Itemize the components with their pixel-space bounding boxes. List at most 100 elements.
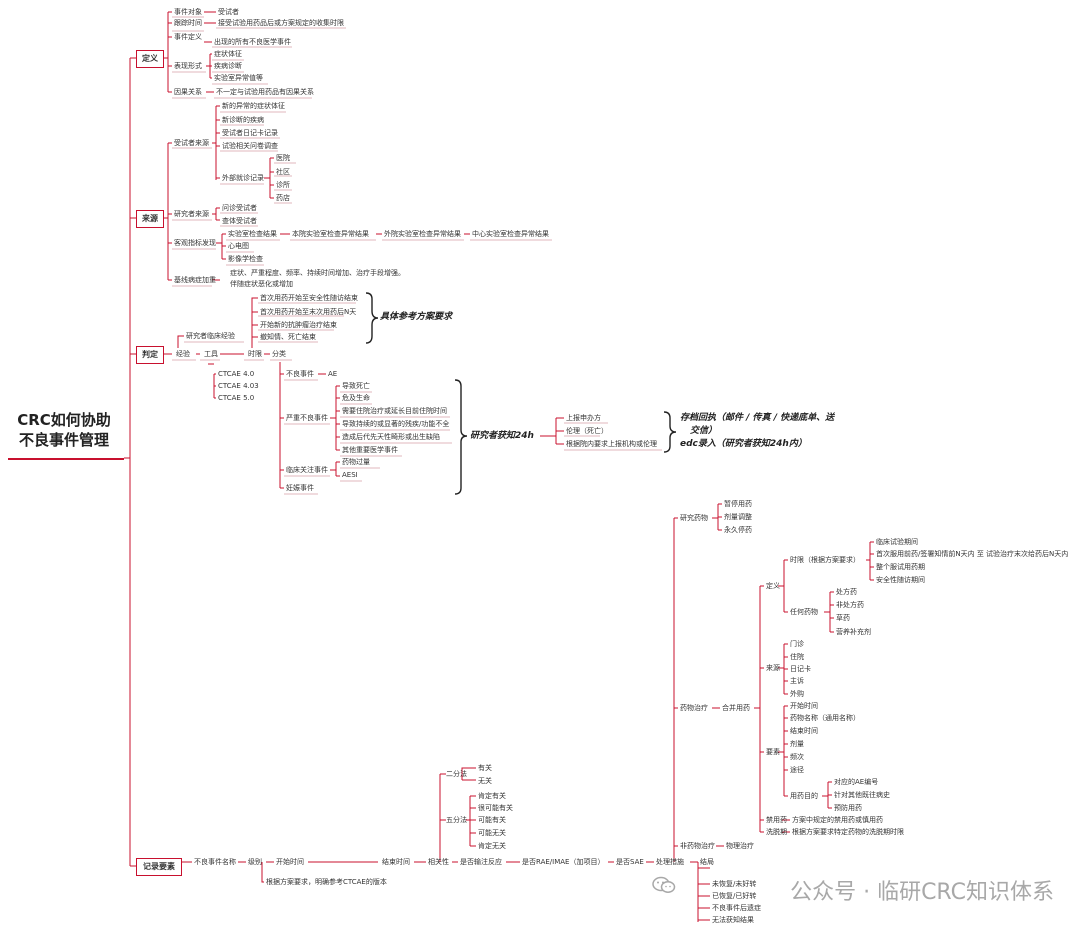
node-five-2: 很可能有关 [478,804,513,812]
node-any-drug: 任何药物 [790,608,818,616]
node-time-3: 开始新的抗肿瘤治疗结束 [260,321,337,329]
node-banned: 禁用药 [766,816,787,824]
node-drug-1: 暂停用药 [724,500,752,508]
node-use-purpose: 用药目的 [790,792,818,800]
node-five-tier: 五分法 [446,816,467,824]
node-src-e2: 社区 [276,168,290,176]
watermark: 公众号 · 临研CRC知识体系 [790,880,1054,905]
node-event-def: 事件定义 [174,33,202,41]
node-grade: 级别 [248,858,262,866]
node-sae: 严重不良事件 [286,414,328,422]
node-src-s3: 受试者日记卡记录 [222,129,278,137]
node-cm-source: 来源 [766,664,780,672]
node-objective: 客观指标发现 [174,239,216,247]
root-underline [8,458,124,460]
node-relation: 相关性 [428,858,449,866]
node-period-3: 整个服试用药期 [876,563,925,571]
node-non-drug: 非药物治疗 [680,842,715,850]
node-use-2: 针对其他既往病史 [834,791,890,799]
node-ctcae-1: CTCAE 4.0 [218,370,255,378]
node-measure: 处理措施 [656,858,684,866]
node-src-3: 日记卡 [790,665,811,673]
node-report-2: 伦理（死亡） [566,427,608,435]
section-judge[interactable]: 判定 [136,346,164,364]
node-el-5: 频次 [790,753,804,761]
node-el-1: 开始时间 [790,702,818,710]
node-ae-value: AE [328,370,338,378]
root-title-line2: 不良事件管理 [18,431,109,449]
node-two-1: 有关 [478,764,492,772]
node-two-tier: 二分法 [446,770,467,778]
section-record[interactable]: 记录要素 [136,858,182,876]
node-time-1: 首次用药开始至安全性随访结束 [260,294,358,302]
node-src-o1c: 中心实验室检查异常结果 [472,230,549,238]
node-time-limit: 时限 [248,350,262,358]
node-rae: 是否RAE/IMAE（加项目） [522,858,605,866]
node-src-o1a: 本院实验室检查异常结果 [292,230,369,238]
node-src-e3: 诊所 [276,181,290,189]
node-src-r1: 问诊受试者 [222,204,257,212]
node-src-2: 住院 [790,653,804,661]
note-edc: edc录入（研究者获知24h内） [680,439,807,449]
node-classify: 分类 [272,350,286,358]
node-start-time: 开始时间 [276,858,304,866]
node-aesi-2: AESI [342,471,358,479]
node-causal-value: 不一定与试验用药品有因果关系 [216,88,314,96]
node-ctcae-3: CTCAE 5.0 [218,394,255,402]
node-five-3: 可能有关 [478,816,506,824]
node-cm-def: 定义 [766,582,780,590]
node-causal: 因果关系 [174,88,202,96]
node-five-4: 可能无关 [478,829,506,837]
node-any-2: 非处方药 [836,601,864,609]
node-src-s1: 新的异常的症状体征 [222,102,285,110]
node-outcome: 结局 [700,858,714,866]
node-elements: 要素 [766,748,780,756]
node-time-2: 首次用药开始至末次用药后N天 [260,308,357,316]
node-end-time: 结束时间 [382,858,410,866]
node-sae-4: 导致持续的或显著的残疾/功能不全 [342,420,450,428]
node-study-drug: 研究药物 [680,514,708,522]
node-any-4: 营养补充剂 [836,628,871,636]
node-src-o1b: 外院实验室检查异常结果 [384,230,461,238]
node-sae-6: 其他重要医学事件 [342,446,398,454]
node-baseline: 基线病症加重 [174,276,216,284]
node-sae-5: 造成后代先天性畸形或出生缺陷 [342,433,440,441]
node-two-2: 无关 [478,777,492,785]
node-src-5: 外购 [790,690,804,698]
node-researcher-source: 研究者来源 [174,210,209,218]
node-src-o3: 影像学检查 [228,255,263,263]
root-title: CRC如何协助 不良事件管理 [8,410,120,450]
node-period-4: 安全性随访期间 [876,576,925,584]
node-experience: 经验 [176,350,190,358]
section-source[interactable]: 来源 [136,210,164,228]
section-define[interactable]: 定义 [136,50,164,68]
node-period: 跟踪时间 [174,19,202,27]
node-ae: 不良事件 [286,370,314,378]
node-manifest-2: 疾病诊断 [214,62,242,70]
node-researcher-exp: 研究者临床经验 [186,332,235,340]
node-use-3: 预防用药 [834,804,862,812]
node-use-1: 对应的AE编号 [834,778,879,786]
node-physio: 物理治疗 [726,842,754,850]
node-src-b1: 症状、严重程度、频率、持续时间增加、治疗手段增强。 [230,269,405,277]
node-outcome-4: 无法获知结果 [712,916,754,924]
note-refer-protocol: 具体参考方案要求 [380,312,453,322]
node-sae-2: 危及生命 [342,394,370,402]
node-banned-value: 方案中规定的禁用药或慎用药 [792,816,883,824]
node-report-3: 根据院内要求上报机构或伦理 [566,440,657,448]
wechat-icon [652,876,676,893]
node-five-1: 肯定有关 [478,792,506,800]
node-outcome-1: 未恢复/未好转 [712,880,757,888]
node-five-5: 肯定无关 [478,842,506,850]
node-aesi-1: 药物过量 [342,458,370,466]
node-grade-note: 根据方案要求，明确参考CTCAE的版本 [266,878,387,886]
node-src-o2: 心电图 [228,242,249,250]
node-aesi: 临床关注事件 [286,466,328,474]
node-src-e1: 医院 [276,154,290,162]
node-src-4: 主诉 [790,677,804,685]
node-ctcae-2: CTCAE 4.03 [218,382,259,390]
node-washout-value: 根据方案要求特定药物的洗脱期时限 [792,828,904,836]
node-subject-source: 受试者来源 [174,139,209,147]
node-outcome-3: 不良事件后遗症 [712,904,761,912]
node-el-2: 药物名称（通用名称） [790,714,860,722]
